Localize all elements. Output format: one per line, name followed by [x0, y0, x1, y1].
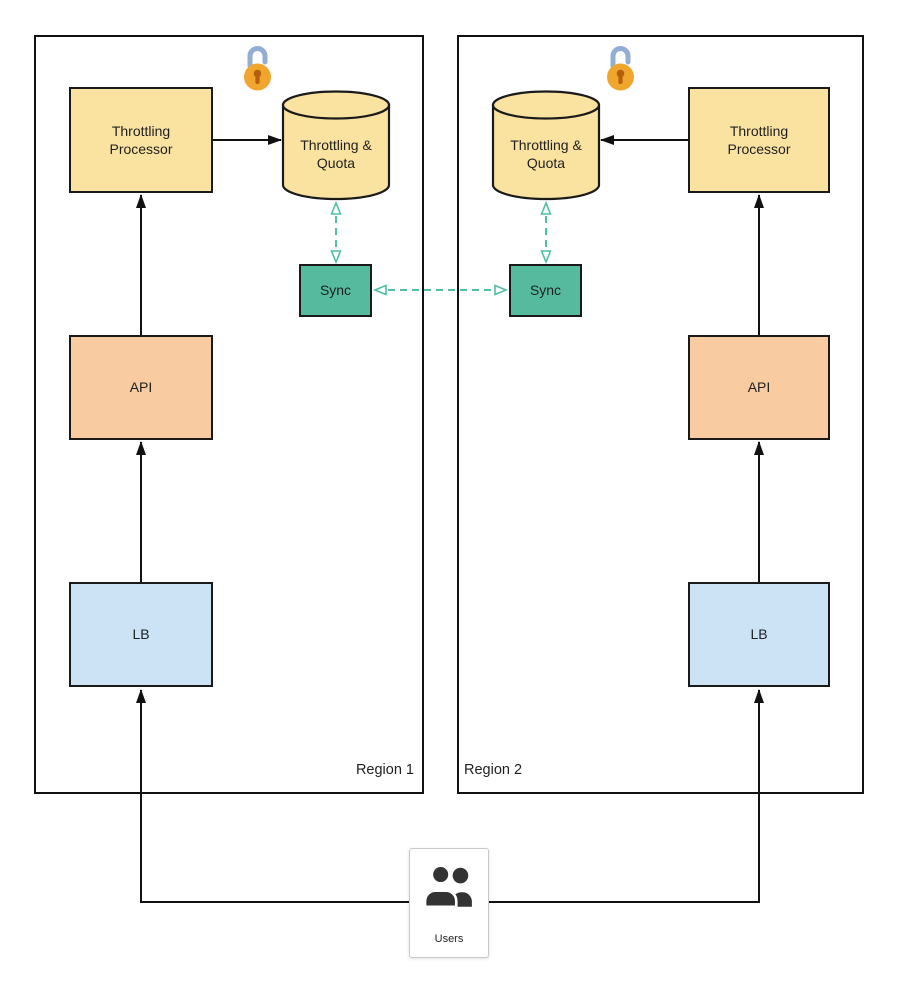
- users-node: Users: [409, 848, 489, 958]
- api-node-r1: API: [69, 335, 213, 440]
- database-cylinder-shape: [491, 90, 601, 201]
- api-node-r2: API: [688, 335, 830, 440]
- api-label: API: [747, 379, 771, 396]
- region-2-label: Region 2: [464, 762, 523, 778]
- throttling-quota-label: Throttling & Quota: [510, 136, 582, 171]
- database-cylinder-shape: [281, 90, 391, 201]
- throttling-processor-node-r1: Throttling Processor: [69, 87, 213, 193]
- lb-node-r1: LB: [69, 582, 213, 687]
- throttling-processor-label: Throttling Processor: [109, 122, 173, 157]
- sync-label: Sync: [529, 282, 562, 299]
- api-label: API: [129, 379, 153, 396]
- region-1-label: Region 1: [355, 762, 414, 778]
- throttling-processor-node-r2: Throttling Processor: [688, 87, 830, 193]
- people-icon: [423, 864, 475, 914]
- open-padlock-icon: [600, 40, 642, 92]
- throttling-quota-db-r2: Throttling & Quota: [491, 89, 601, 201]
- lb-node-r2: LB: [688, 582, 830, 687]
- sync-label: Sync: [319, 282, 352, 299]
- throttling-quota-db-r1: Throttling & Quota: [281, 89, 391, 201]
- users-label: Users: [434, 933, 464, 945]
- throttling-processor-label: Throttling Processor: [727, 122, 791, 157]
- lb-label: LB: [132, 626, 150, 643]
- throttling-quota-label: Throttling & Quota: [300, 136, 372, 171]
- lb-label: LB: [750, 626, 768, 643]
- open-padlock-icon: [237, 40, 279, 92]
- sync-node-r1: Sync: [299, 264, 372, 317]
- sync-node-r2: Sync: [509, 264, 582, 317]
